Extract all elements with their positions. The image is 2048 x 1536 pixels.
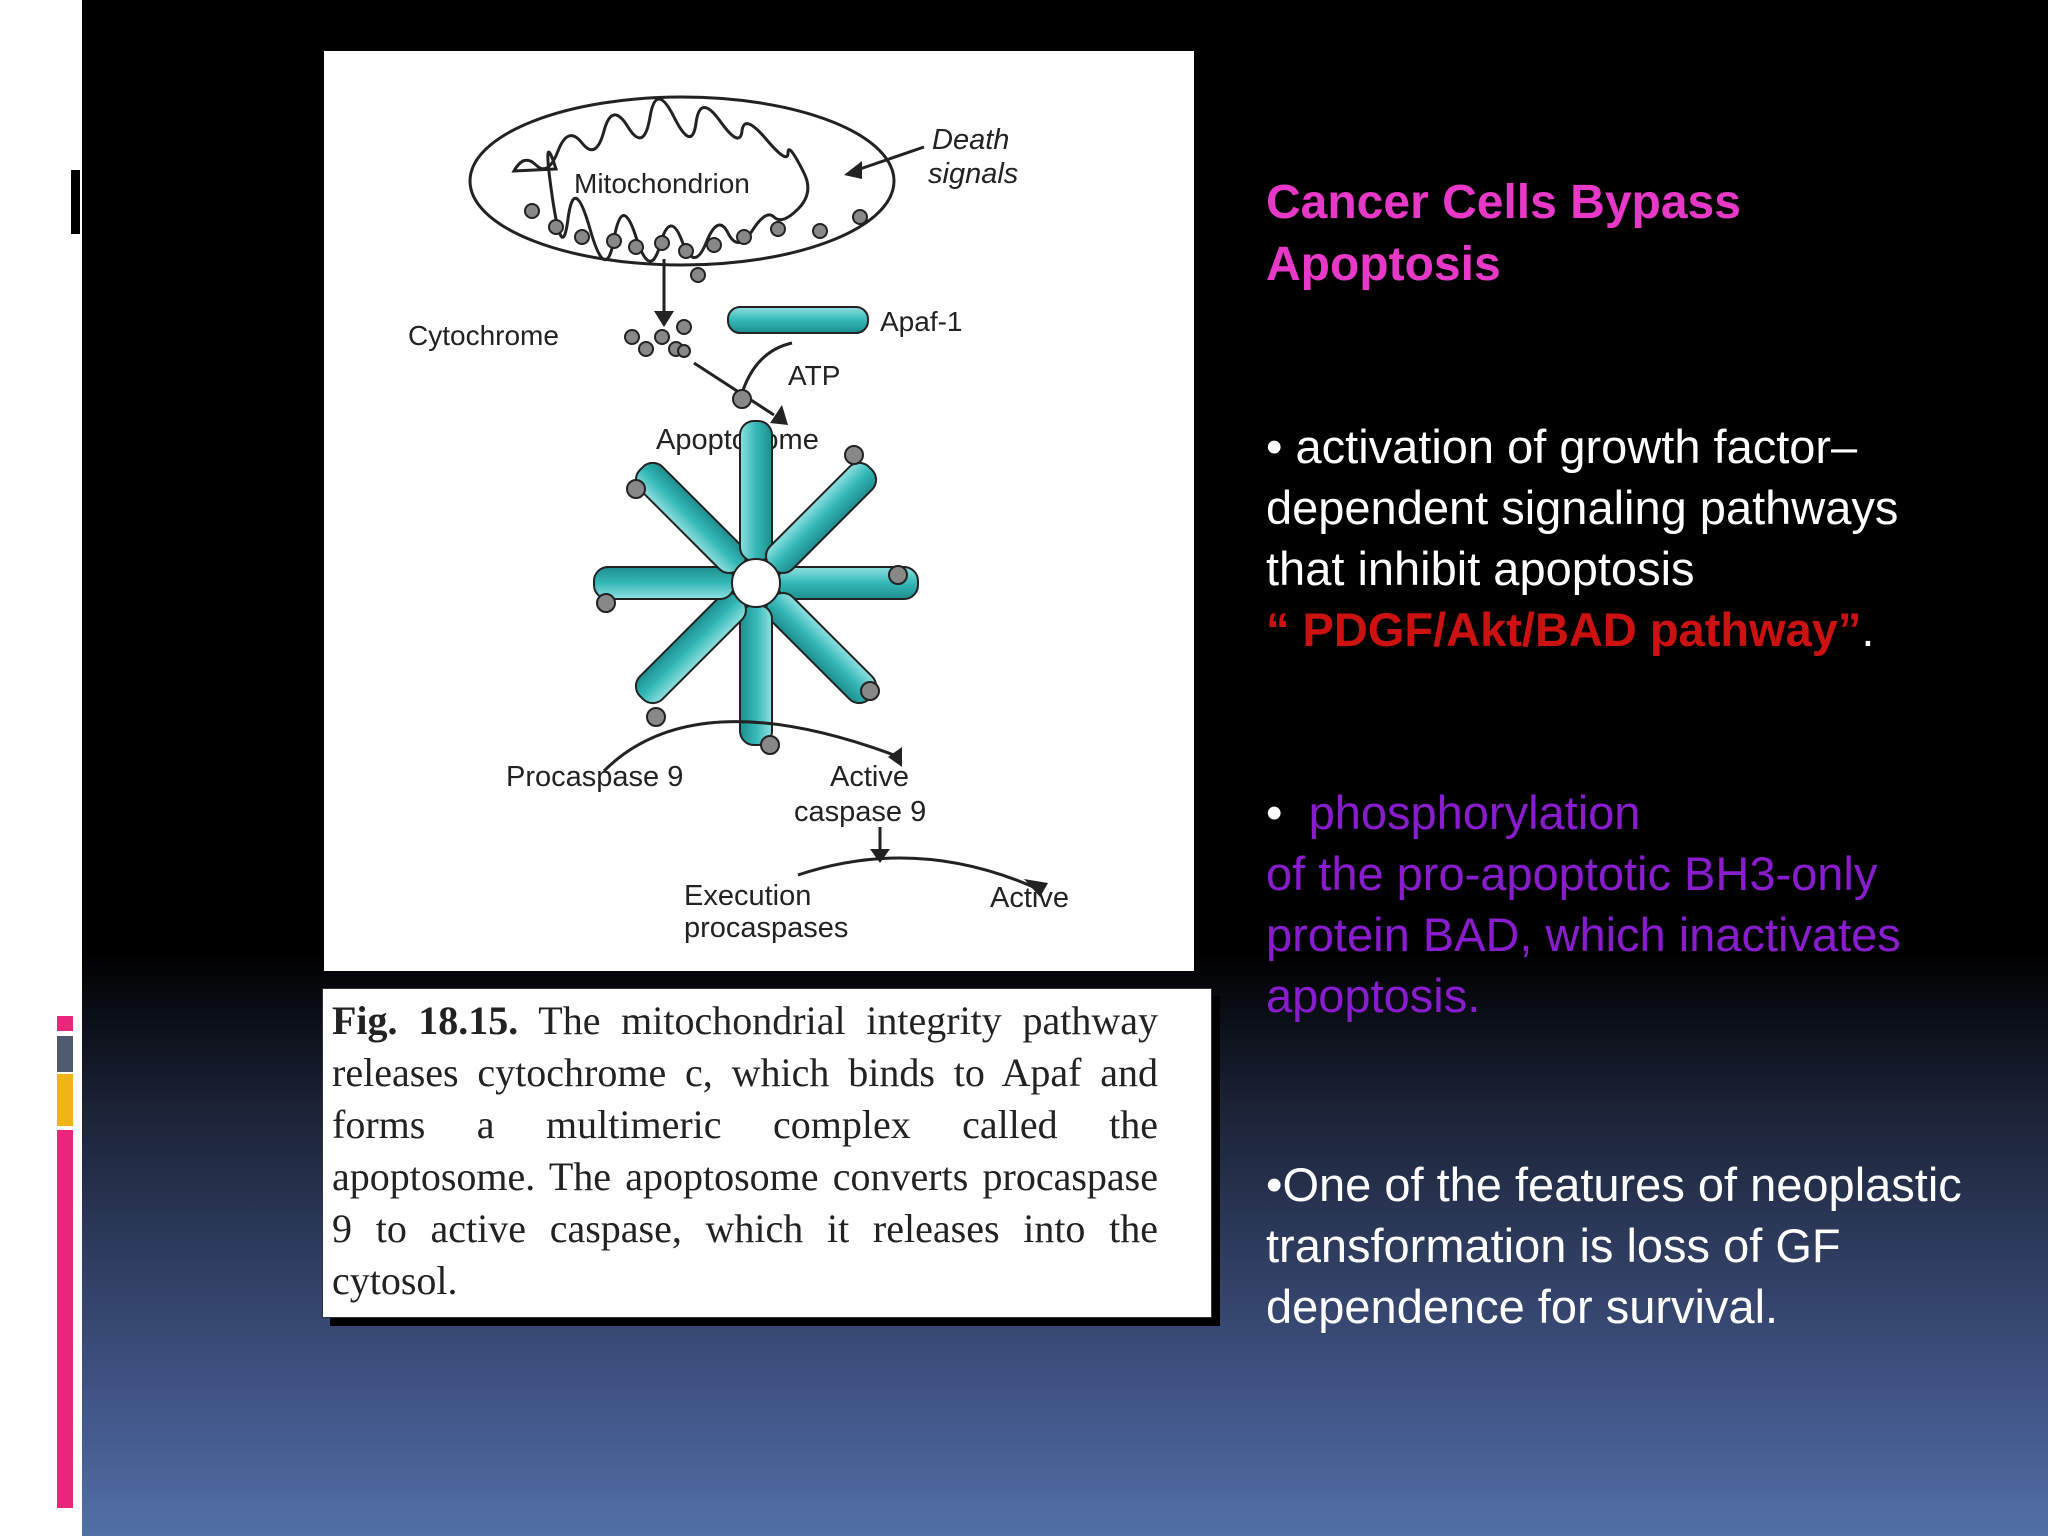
cytochrome-label: Cytochrome bbox=[408, 320, 559, 351]
figure-number: Fig. 18.15. bbox=[332, 998, 519, 1043]
figure-caption: Fig. 18.15. The mitochondrial integrity … bbox=[332, 995, 1158, 1307]
membrane-cytochrome-dots bbox=[524, 203, 868, 283]
accent-bar-yellow bbox=[57, 1074, 73, 1126]
pdgf-pathway-highlight: “ PDGF/Akt/BAD pathway” bbox=[1266, 603, 1862, 656]
death-label: Death bbox=[932, 124, 1009, 156]
caspase9-label: caspase 9 bbox=[794, 796, 926, 828]
bullet1-line2: dependent signaling pathways bbox=[1266, 481, 1899, 534]
title-line-1: Cancer Cells Bypass bbox=[1266, 176, 1741, 229]
bullet2-marker: • bbox=[1266, 786, 1309, 839]
bullet3-line2: transformation is loss of GF bbox=[1266, 1219, 1841, 1272]
bullet-phosphorylation: • phosphorylation of the pro-apoptotic B… bbox=[1266, 782, 2046, 1026]
apaf1-rod bbox=[727, 306, 869, 334]
apoptosome-wheel bbox=[593, 389, 919, 755]
mitochondrion-inner-membrane bbox=[511, 97, 810, 263]
figure-caption-text: The mitochondrial integrity pathway rele… bbox=[332, 998, 1159, 1303]
cytochrome-cluster bbox=[624, 319, 692, 358]
bullet2-line1: phosphorylation bbox=[1308, 786, 1641, 839]
accent-bar-pink-long bbox=[57, 1130, 73, 1508]
bullet2-line3: protein BAD, which inactivates bbox=[1266, 908, 1901, 961]
active-label-1: Active bbox=[830, 761, 909, 793]
signals-label: signals bbox=[928, 158, 1018, 190]
bullet-neoplastic: •One of the features of neoplastic trans… bbox=[1266, 1154, 2046, 1337]
active-label-2: Active bbox=[990, 882, 1069, 914]
figure-caption-box: Fig. 18.15. The mitochondrial integrity … bbox=[322, 988, 1212, 1318]
procaspases-label: procaspases bbox=[684, 912, 848, 944]
bullet3-line1: •One of the features of neoplastic bbox=[1266, 1158, 1962, 1211]
mitochondrion-label: Mitochondrion bbox=[574, 168, 750, 199]
bullet2-line4: apoptosis. bbox=[1266, 969, 1481, 1022]
apoptosome-label: Apoptosome bbox=[656, 424, 819, 456]
bullet1-line1: • activation of growth factor– bbox=[1266, 420, 1858, 473]
bullet2-line2: of the pro-apoptotic BH3-only bbox=[1266, 847, 1878, 900]
apoptosis-diagram: Mitochondrion Death signals Cytochrome A… bbox=[408, 95, 1069, 944]
apoptosis-figure: Mitochondrion Death signals Cytochrome A… bbox=[324, 51, 1194, 971]
accent-bar-gray bbox=[57, 1036, 73, 1072]
atp-label: ATP bbox=[788, 360, 840, 391]
apaf1-label: Apaf-1 bbox=[880, 306, 963, 337]
procaspase-label: Procaspase 9 bbox=[506, 761, 683, 793]
title-line-2: Apoptosis bbox=[1266, 238, 1501, 291]
mitochondrion-outer-membrane bbox=[468, 95, 896, 267]
accent-bar-pink-small bbox=[57, 1016, 73, 1031]
bullet1-line3: that inhibit apoptosis bbox=[1266, 542, 1695, 595]
slide-text-column: Cancer Cells Bypass Apoptosis • activati… bbox=[1266, 172, 2046, 1337]
decorative-lines-icon bbox=[51, 153, 80, 234]
bullet1-end: . bbox=[1861, 603, 1875, 656]
slide-title: Cancer Cells Bypass Apoptosis bbox=[1266, 172, 2046, 296]
bullet-growth-factor: • activation of growth factor– dependent… bbox=[1266, 416, 2046, 660]
bullet3-line3: dependence for survival. bbox=[1266, 1280, 1779, 1333]
execution-label: Execution bbox=[684, 880, 811, 912]
